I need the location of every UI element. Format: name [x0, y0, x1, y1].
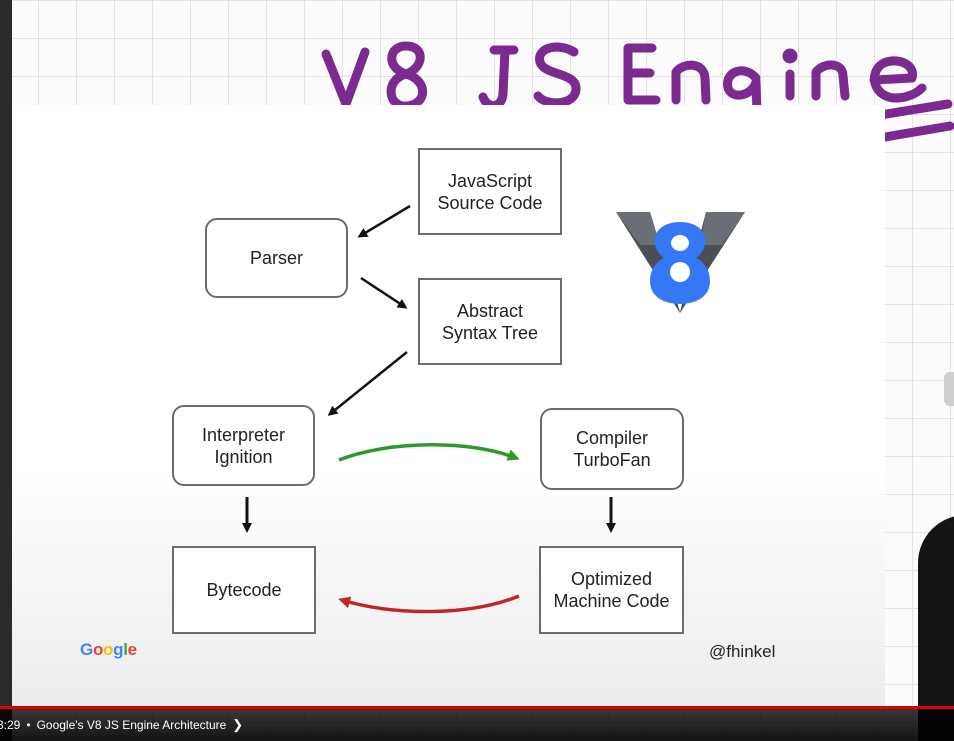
node-line: Abstract [456, 300, 523, 321]
compiler-turbofan-node: Compiler TurboFan [540, 408, 684, 490]
google-logo: Google [80, 640, 137, 660]
separator-dot: • [26, 718, 31, 732]
optimized-machine-code-node: Optimized Machine Code [539, 546, 684, 634]
author-handle: @fhinkel [709, 642, 776, 661]
presenter-silhouette [918, 515, 954, 741]
video-progress-bar[interactable] [0, 706, 954, 709]
interpreter-ignition-node: Interpreter Ignition [172, 405, 315, 486]
video-player-bar: 3:29 • Google's V8 JS Engine Architectur… [0, 709, 954, 741]
node-line: Compiler [575, 428, 649, 448]
parser-node: Parser [205, 218, 348, 298]
chapter-button[interactable]: Google's V8 JS Engine Architecture ❯ [37, 717, 244, 733]
node-line: JavaScript [447, 170, 533, 191]
abstract-syntax-tree-node: Abstract Syntax Tree [418, 278, 562, 365]
v8-logo-icon [616, 212, 745, 313]
deoptimize-arrow [338, 594, 520, 614]
node-line: Machine Code [553, 591, 670, 611]
node-line: Bytecode [206, 580, 282, 600]
google-logo-text: Google [80, 640, 137, 659]
source-to-parser-arrow [357, 204, 411, 238]
ast-to-interpreter-arrow [327, 351, 408, 416]
node-line: Parser [249, 248, 303, 268]
chapter-title: Google's V8 JS Engine Architecture [36, 718, 227, 732]
node-line: Source Code [437, 192, 543, 213]
presenter-shoulder-edge [944, 372, 954, 406]
bytecode-node: Bytecode [172, 546, 316, 634]
javascript-source-code-node: JavaScript Source Code [418, 148, 562, 235]
node-line: TurboFan [573, 450, 651, 470]
optimize-arrow [338, 443, 520, 462]
parser-to-ast-arrow [360, 276, 408, 309]
chevron-right-icon: ❯ [232, 717, 244, 732]
node-line: Interpreter [201, 424, 286, 445]
node-line: Syntax Tree [441, 322, 539, 343]
left-edge-strip [0, 0, 12, 741]
current-time: 3:29 [0, 718, 21, 732]
node-line: Optimized [570, 569, 652, 589]
node-line: Ignition [214, 446, 273, 467]
